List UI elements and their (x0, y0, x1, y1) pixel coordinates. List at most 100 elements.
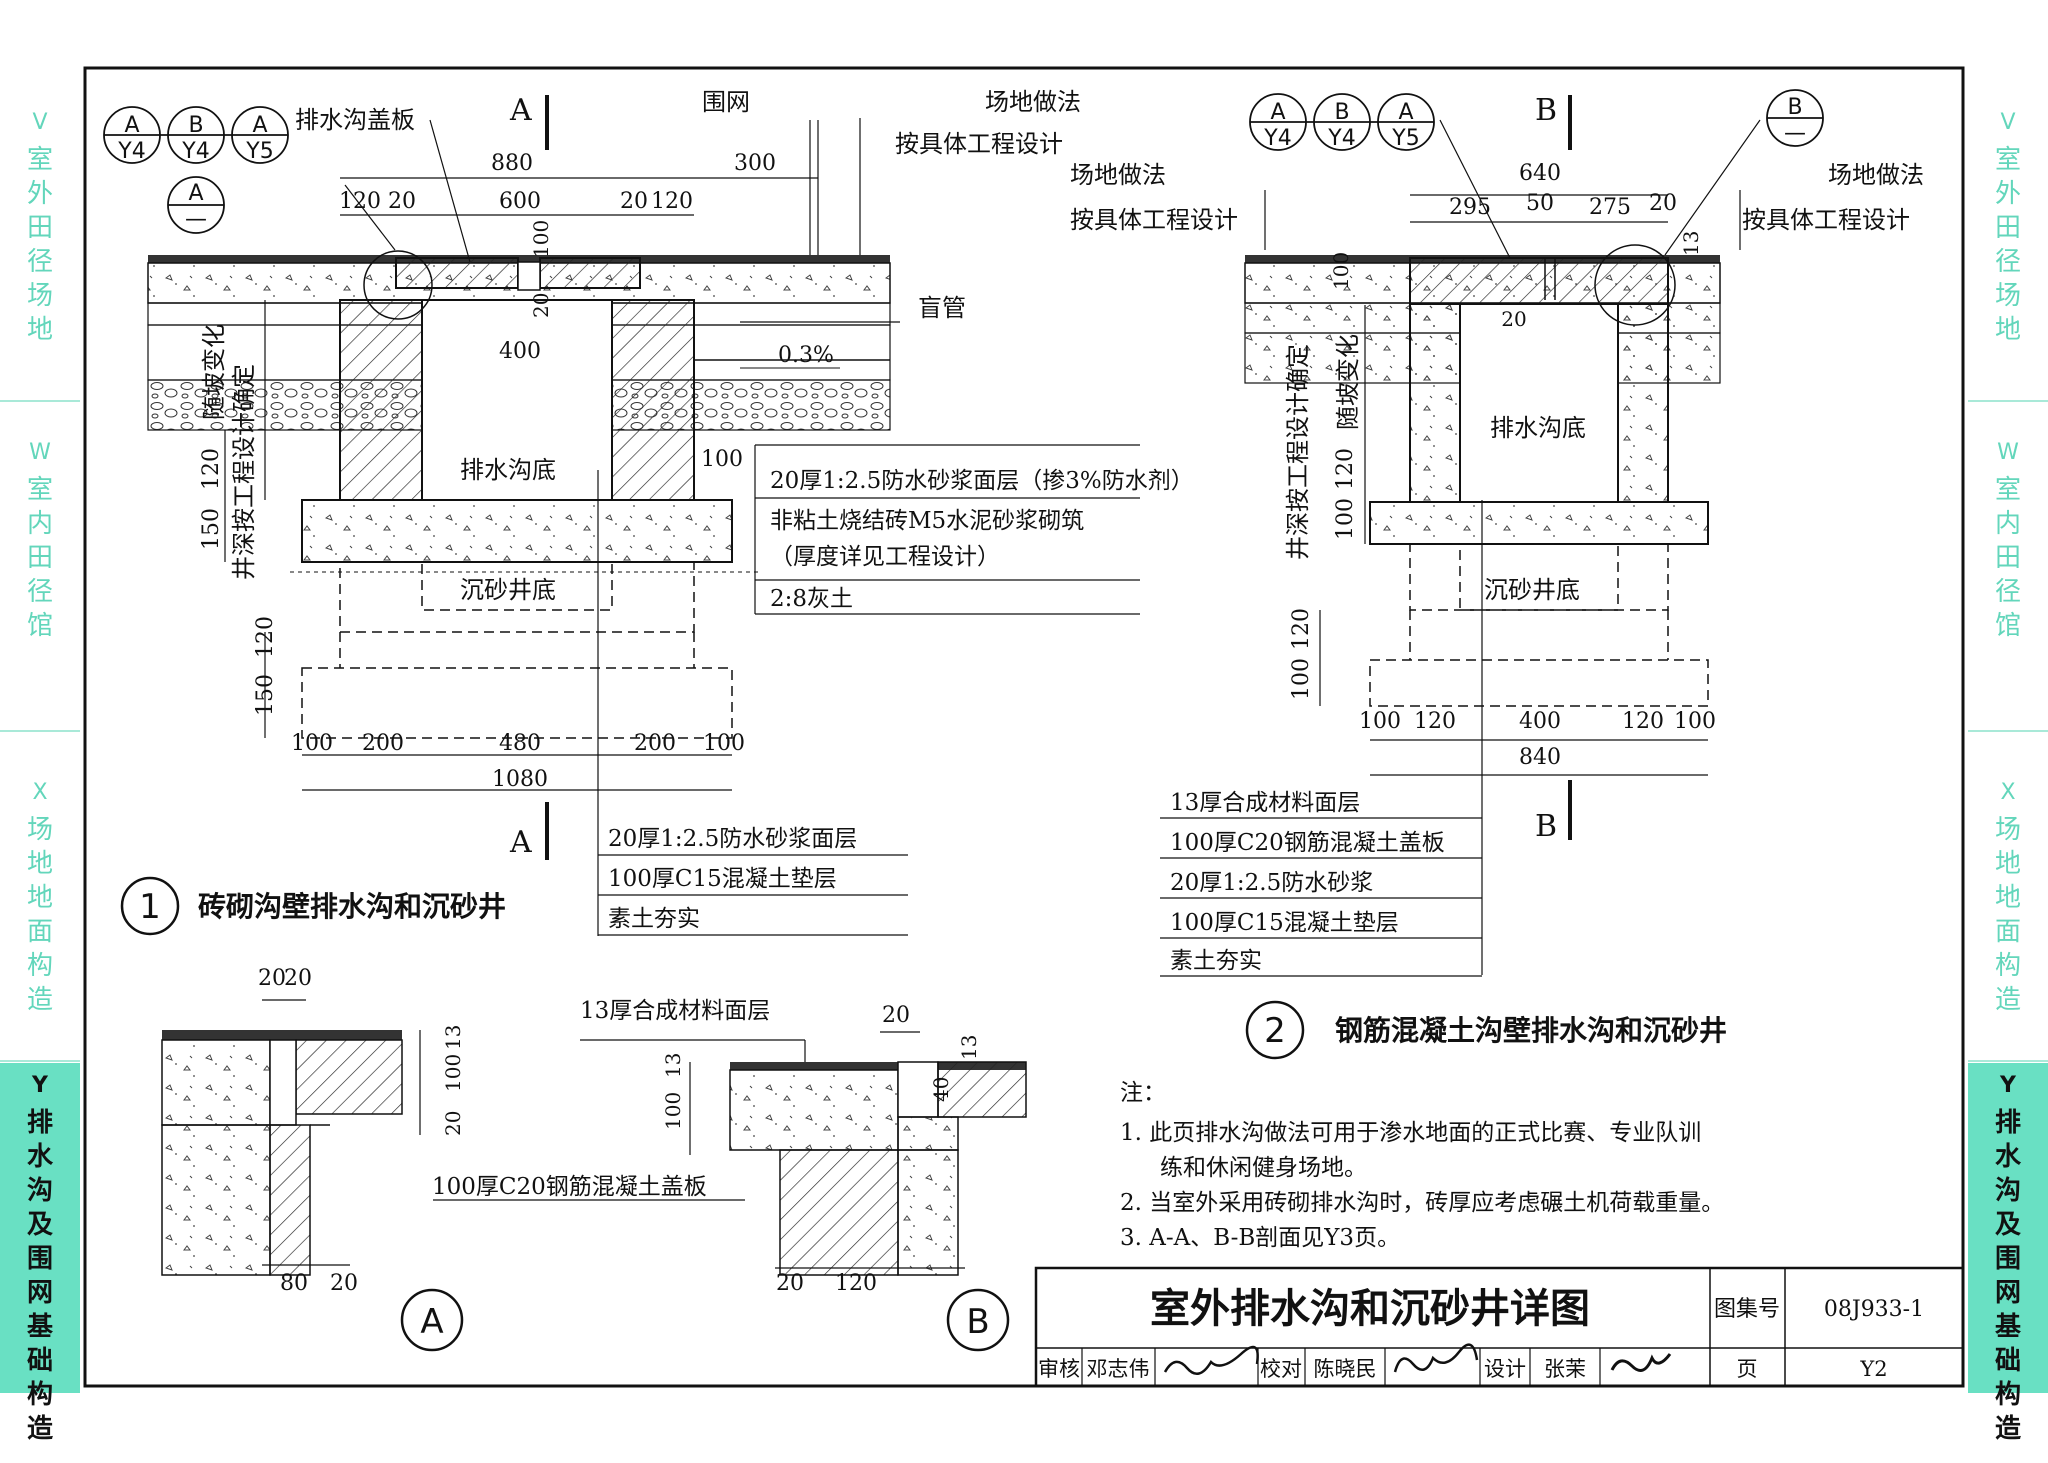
dim1-bottom-p4: 200 (634, 731, 676, 756)
callout2-3: 20厚1:2.5防水砂浆 (1170, 870, 1373, 896)
label2-site-left1: 场地做法 (1070, 161, 1166, 189)
tab-code: V (32, 110, 48, 135)
callout1-upper-1: 20厚1:2.5防水砂浆面层（掺3%防水剂） (770, 468, 1194, 494)
ref-2a-top: A (1270, 100, 1285, 125)
dim2-bottom-p2: 120 (1414, 709, 1456, 734)
dimB-top-20: 20 (882, 1003, 910, 1028)
dimA-top-2: 20 (284, 966, 312, 991)
left-tab-x[interactable]: X 场地地面构造 (0, 770, 80, 1080)
detail-2-drawing (1160, 89, 1824, 977)
tab-code: X (2000, 780, 2016, 805)
callout1-lower-2: 100厚C15混凝土垫层 (608, 866, 837, 892)
design-label: 设计 (1484, 1357, 1526, 1381)
detail-1-title: 砖砌沟壁排水沟和沉砂井 (198, 890, 506, 923)
title-block: 室外排水沟和沉砂井详图 图集号 08J933-1 审核 邓志伟 校对 陈晓民 设… (1034, 1266, 1965, 1388)
tab-divider (0, 730, 80, 732)
detail-mark-1-top: A (188, 181, 203, 206)
dim2-d20: 20 (1501, 307, 1526, 331)
detail-b-texts: 13厚合成材料面层 100厚C20钢筋混凝土盖板 20 13 13 100 40… (432, 998, 990, 1342)
label-well-bottom-1: 沉砂井底 (460, 576, 556, 604)
dimB-left-100: 100 (661, 1092, 685, 1130)
callout2-1: 13厚合成材料面层 (1170, 790, 1360, 816)
section-mark-a-bottom: A (509, 825, 532, 860)
detail-1-drawing (103, 95, 1140, 936)
detail-a-drawing (161, 999, 464, 1352)
label-slope: 0.3% (778, 343, 834, 368)
detail-b-mark: B (966, 1302, 989, 1342)
label2-site-right1: 场地做法 (1828, 161, 1924, 189)
tab-code: W (29, 440, 51, 465)
tab-divider (1968, 730, 2048, 732)
ref-1a-top: A (124, 113, 139, 138)
detailB-bottom-label: 100厚C20钢筋混凝土盖板 (432, 1174, 707, 1200)
dimA-bottom-20: 20 (330, 1271, 358, 1296)
label-vert2-2: 井深按工程设计确定 (1284, 344, 1312, 560)
detail-mark-2-top: B (1787, 95, 1802, 120)
label2-site-left2: 按具体工程设计 (1070, 206, 1238, 234)
dim1-inner: 400 (499, 339, 541, 364)
atlas-number: 08J933-1 (1824, 1297, 1924, 1322)
right-tab-w[interactable]: W 室内田径馆 (1968, 430, 2048, 740)
section-mark-a-top: A (509, 93, 532, 128)
note-1-cont: 练和休闲健身场地。 (1160, 1155, 1367, 1181)
dim1-bottom-p5: 100 (703, 731, 745, 756)
checker-name: 陈晓民 (1314, 1357, 1377, 1381)
right-tab-v[interactable]: V 室外田径场地 (1968, 100, 2048, 410)
left-tab-v[interactable]: V 室外田径场地 (0, 100, 80, 410)
tab-code: V (2000, 110, 2016, 135)
note-2: 2. 当室外采用砖砌排水沟时，砖厚应考虑碾土机荷载重量。 (1120, 1190, 1724, 1216)
dimB-bottom-20: 20 (776, 1271, 804, 1296)
designer-signature (1610, 1353, 1672, 1372)
check-label: 校对 (1260, 1357, 1302, 1381)
dim2-left-100: 100 (1333, 498, 1358, 540)
dimA-top-1: 20 (258, 966, 286, 991)
dimA-right-13: 13 (441, 1025, 465, 1050)
dim2-top-p3: 275 (1589, 195, 1631, 220)
atlas-label: 图集号 (1714, 1297, 1780, 1322)
tab-code: W (1997, 440, 2019, 465)
tab-divider (1968, 400, 2048, 402)
tab-code: X (32, 780, 48, 805)
label-site1: 场地做法 (985, 88, 1081, 116)
ref-1b-bottom: Y4 (181, 139, 209, 164)
designer-name: 张茉 (1544, 1357, 1586, 1381)
label-vert2-1: 井深按工程设计确定 (230, 364, 258, 580)
dim2-d100: 100 (1329, 252, 1353, 290)
detail-2-texts: A Y4 B Y4 A Y5 B — B B 场地做法 按具体工程设计 场地做法… (1070, 93, 1924, 1060)
label-cover: 排水沟盖板 (295, 106, 415, 134)
dim2-bottom-p3: 400 (1519, 709, 1561, 734)
ref-1b-top: B (188, 113, 203, 138)
dim1-top-p2: 20 (388, 189, 416, 214)
tab-label: 场地地面构造 (26, 815, 53, 1015)
label-fence: 围网 (702, 88, 750, 116)
label-vert1-1: 随坡变化 (200, 324, 228, 420)
notes: 注： 1. 此页排水沟做法可用于渗水地面的正式比赛、专业队训 练和休闲健身场地。… (1120, 1080, 1724, 1251)
detail-mark-2-bottom: — (1784, 121, 1806, 146)
callout1-upper-3: （厚度详见工程设计） (770, 544, 1000, 570)
sheet-title: 室外排水沟和沉砂井详图 (1150, 1285, 1590, 1332)
dimB-bottom-120: 120 (835, 1271, 877, 1296)
tab-label: 室外田径场地 (1994, 145, 2021, 345)
callout2-5: 素土夯实 (1170, 948, 1262, 974)
review-label: 审核 (1038, 1357, 1080, 1381)
detail-a-texts: 20 20 13 100 20 80 20 A (258, 966, 465, 1342)
tab-label: 室内田径馆 (1994, 475, 2021, 641)
dim2-top-total: 640 (1519, 161, 1561, 186)
ref-2c-bottom: Y5 (1391, 126, 1419, 151)
ref-1c-top: A (252, 113, 267, 138)
dim1-top-p3: 600 (499, 189, 541, 214)
ref-2c-top: A (1398, 100, 1413, 125)
tab-divider (0, 400, 80, 402)
dim1-d20: 20 (529, 293, 553, 318)
dim1-left2-150: 150 (253, 674, 278, 716)
dimA-right-100: 100 (441, 1054, 465, 1092)
detail-2-title: 钢筋混凝土沟壁排水沟和沉砂井 (1335, 1014, 1727, 1047)
ref-2b-bottom: Y4 (1327, 126, 1355, 151)
checker-signature (1393, 1343, 1479, 1373)
ref-1a-bottom: Y4 (117, 139, 145, 164)
tab-label: 室外田径场地 (26, 145, 53, 345)
